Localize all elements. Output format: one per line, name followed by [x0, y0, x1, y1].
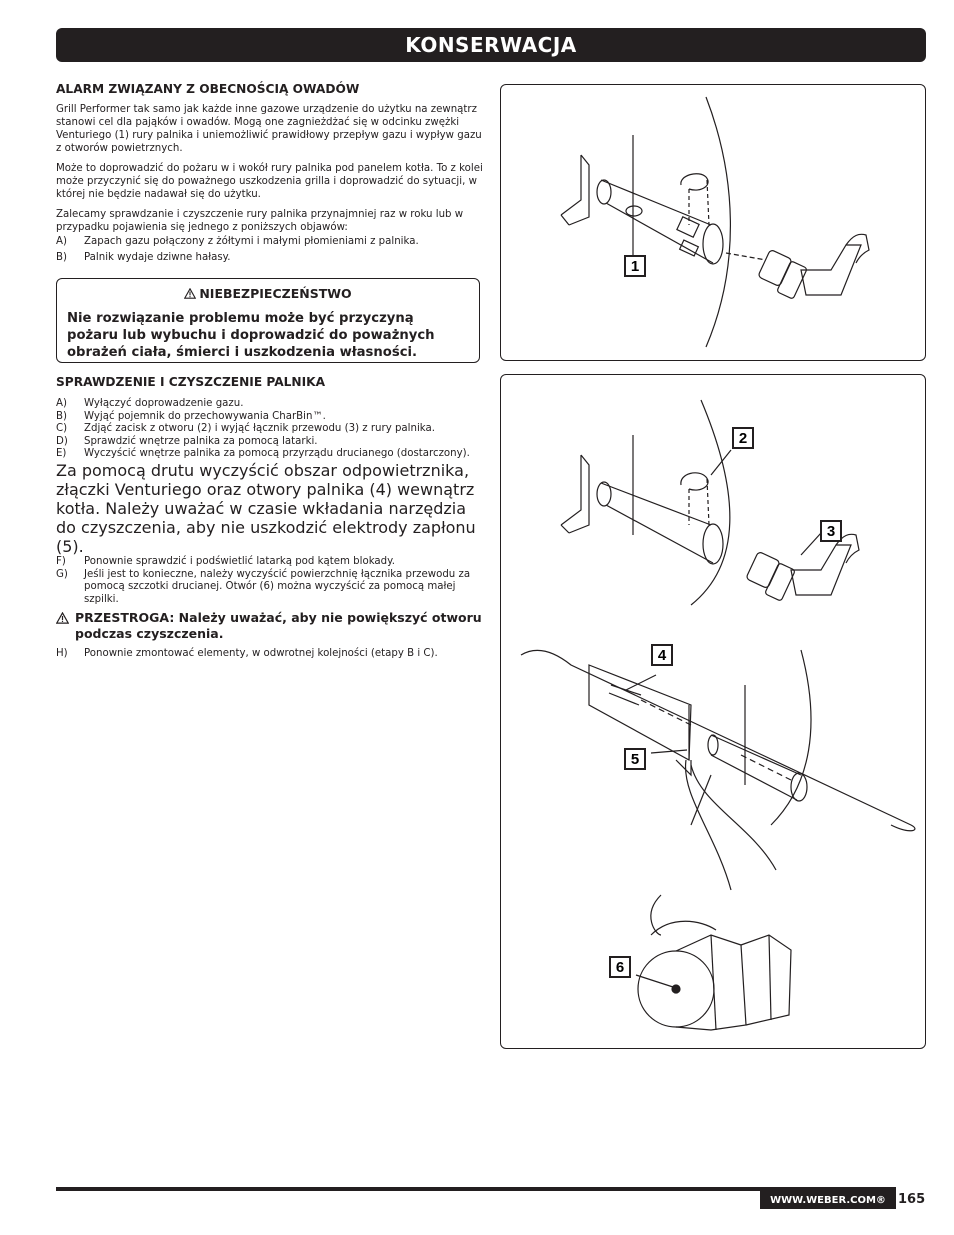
- figure-cleaning-steps: 2 3 4 5 6: [500, 374, 926, 1049]
- list-text: Wyłączyć doprowadzenie gazu.: [84, 398, 244, 409]
- page-number: 165: [898, 1192, 926, 1207]
- danger-title-text: NIEBEZPIECZEŃSTWO: [199, 286, 352, 301]
- warning-triangle-icon: [55, 612, 70, 625]
- callout-6: 6: [609, 956, 631, 978]
- callout-5-label: 5: [631, 751, 639, 768]
- list-text: Zapach gazu połączony z żółtymi i małymi…: [84, 236, 419, 247]
- list-letter: C): [56, 423, 68, 435]
- caution-note: PRZESTROGA: Należy uważać, aby nie powię…: [55, 610, 484, 642]
- figure-burner-venturi: 1: [500, 84, 926, 361]
- callout-5: 5: [624, 748, 646, 770]
- callout-2-label: 2: [739, 430, 747, 447]
- list-letter: H): [56, 648, 68, 660]
- list-letter: F): [56, 555, 66, 567]
- list-item: A) Zapach gazu połączony z żółtymi i mały…: [56, 236, 484, 249]
- paragraph: Zalecamy sprawdzanie i czyszczenie rury …: [56, 209, 464, 233]
- callout-1-label: 1: [631, 258, 639, 275]
- caution-text: PRZESTROGA: Należy uważać, aby nie powię…: [75, 610, 482, 642]
- danger-title: NIEBEZPIECZEŃSTWO: [57, 286, 479, 301]
- list-item: E) Wyczyścić wnętrze palnika za pomocą pr…: [56, 448, 484, 461]
- danger-box: NIEBEZPIECZEŃSTWO Nie rozwiązanie proble…: [56, 278, 480, 363]
- warning-triangle-icon: [184, 287, 197, 299]
- section-inspect-clean: SPRAWDZENIE I CZYSZCZENIE PALNIKA A) Wyłą…: [55, 375, 484, 661]
- list-letter: E): [56, 448, 67, 460]
- callout-1: 1: [624, 255, 646, 277]
- list-text: Wyjąć pojemnik do przechowywania CharBin…: [84, 410, 326, 422]
- steps-list-cont: F) Ponownie sprawdzić i podświetlić latar…: [56, 556, 484, 606]
- callout-6-label: 6: [616, 959, 624, 976]
- list-item: G) Jeśli jest to konieczne, należy wyczyś…: [56, 569, 484, 607]
- callout-2: 2: [732, 427, 754, 449]
- footer-url: WWW.WEBER.COM®: [760, 1191, 896, 1209]
- list-text: Zdjąć zacisk z otworu (2) i wyjąć łączni…: [84, 423, 435, 435]
- list-item: A) Wyłączyć doprowadzenie gazu.: [56, 398, 484, 411]
- page-title: KONSERWACJA: [56, 28, 926, 62]
- steps-list: A) Wyłączyć doprowadzenie gazu. B) Wyjąć p…: [56, 398, 484, 461]
- list-text: Jeśli jest to konieczne, należy wyczyści…: [84, 568, 471, 605]
- list-item: H) Ponownie zmontować elementy, w odwrotn…: [56, 648, 484, 661]
- callout-4-label: 4: [658, 647, 667, 664]
- list-text: Ponownie sprawdzić i podświetlić latarką…: [84, 555, 395, 567]
- section-insect-alarm: ALARM ZWIĄZANY Z OBECNOŚCIĄ OWADÓW Grill…: [56, 82, 484, 264]
- list-text: Wyczyścić wnętrze palnika za pomocą przy…: [84, 448, 470, 460]
- list-item: D) Sprawdzić wnętrze palnika za pomocą la…: [56, 436, 484, 449]
- paragraph: Grill Performer tak samo jak każde inne …: [56, 104, 482, 154]
- cleaning-illustration: 2 3 4 5 6: [520, 399, 916, 1031]
- list-letter: D): [56, 435, 68, 447]
- symptom-list: A) Zapach gazu połączony z żółtymi i mały…: [56, 236, 484, 264]
- list-subtext: Za pomocą drutu wyczyścić obszar odpowie…: [56, 460, 476, 556]
- danger-body: Nie rozwiązanie problemu może być przycz…: [67, 311, 435, 360]
- list-text: Ponownie zmontować elementy, w odwrotnej…: [84, 648, 438, 660]
- callout-4: 4: [651, 644, 673, 666]
- list-text: Palnik wydaje dziwne hałasy.: [84, 251, 231, 263]
- section-heading: ALARM ZWIĄZANY Z OBECNOŚCIĄ OWADÓW: [56, 82, 360, 96]
- list-letter: G): [56, 568, 68, 580]
- list-letter: B): [56, 410, 67, 422]
- footer-rule: [56, 1187, 896, 1191]
- list-item: B) Wyjąć pojemnik do przechowywania CharB…: [56, 411, 484, 424]
- callout-3-label: 3: [827, 523, 835, 540]
- burner-tube-illustration: 1: [560, 96, 870, 348]
- list-letter: A): [56, 236, 67, 247]
- list-letter: B): [56, 251, 67, 263]
- section-heading: SPRAWDZENIE I CZYSZCZENIE PALNIKA: [56, 375, 326, 389]
- callout-3: 3: [820, 520, 842, 542]
- list-item: C) Zdjąć zacisk z otworu (2) i wyjąć łącz…: [56, 423, 484, 436]
- list-letter: A): [56, 398, 67, 409]
- steps-list-end: H) Ponownie zmontować elementy, w odwrotn…: [56, 648, 484, 661]
- list-text: Sprawdzić wnętrze palnika za pomocą lata…: [84, 435, 318, 447]
- list-item: B) Palnik wydaje dziwne hałasy.: [56, 252, 484, 265]
- paragraph: Może to doprowadzić do pożaru w i wokół …: [56, 163, 483, 200]
- list-item: F) Ponownie sprawdzić i podświetlić latar…: [56, 556, 484, 569]
